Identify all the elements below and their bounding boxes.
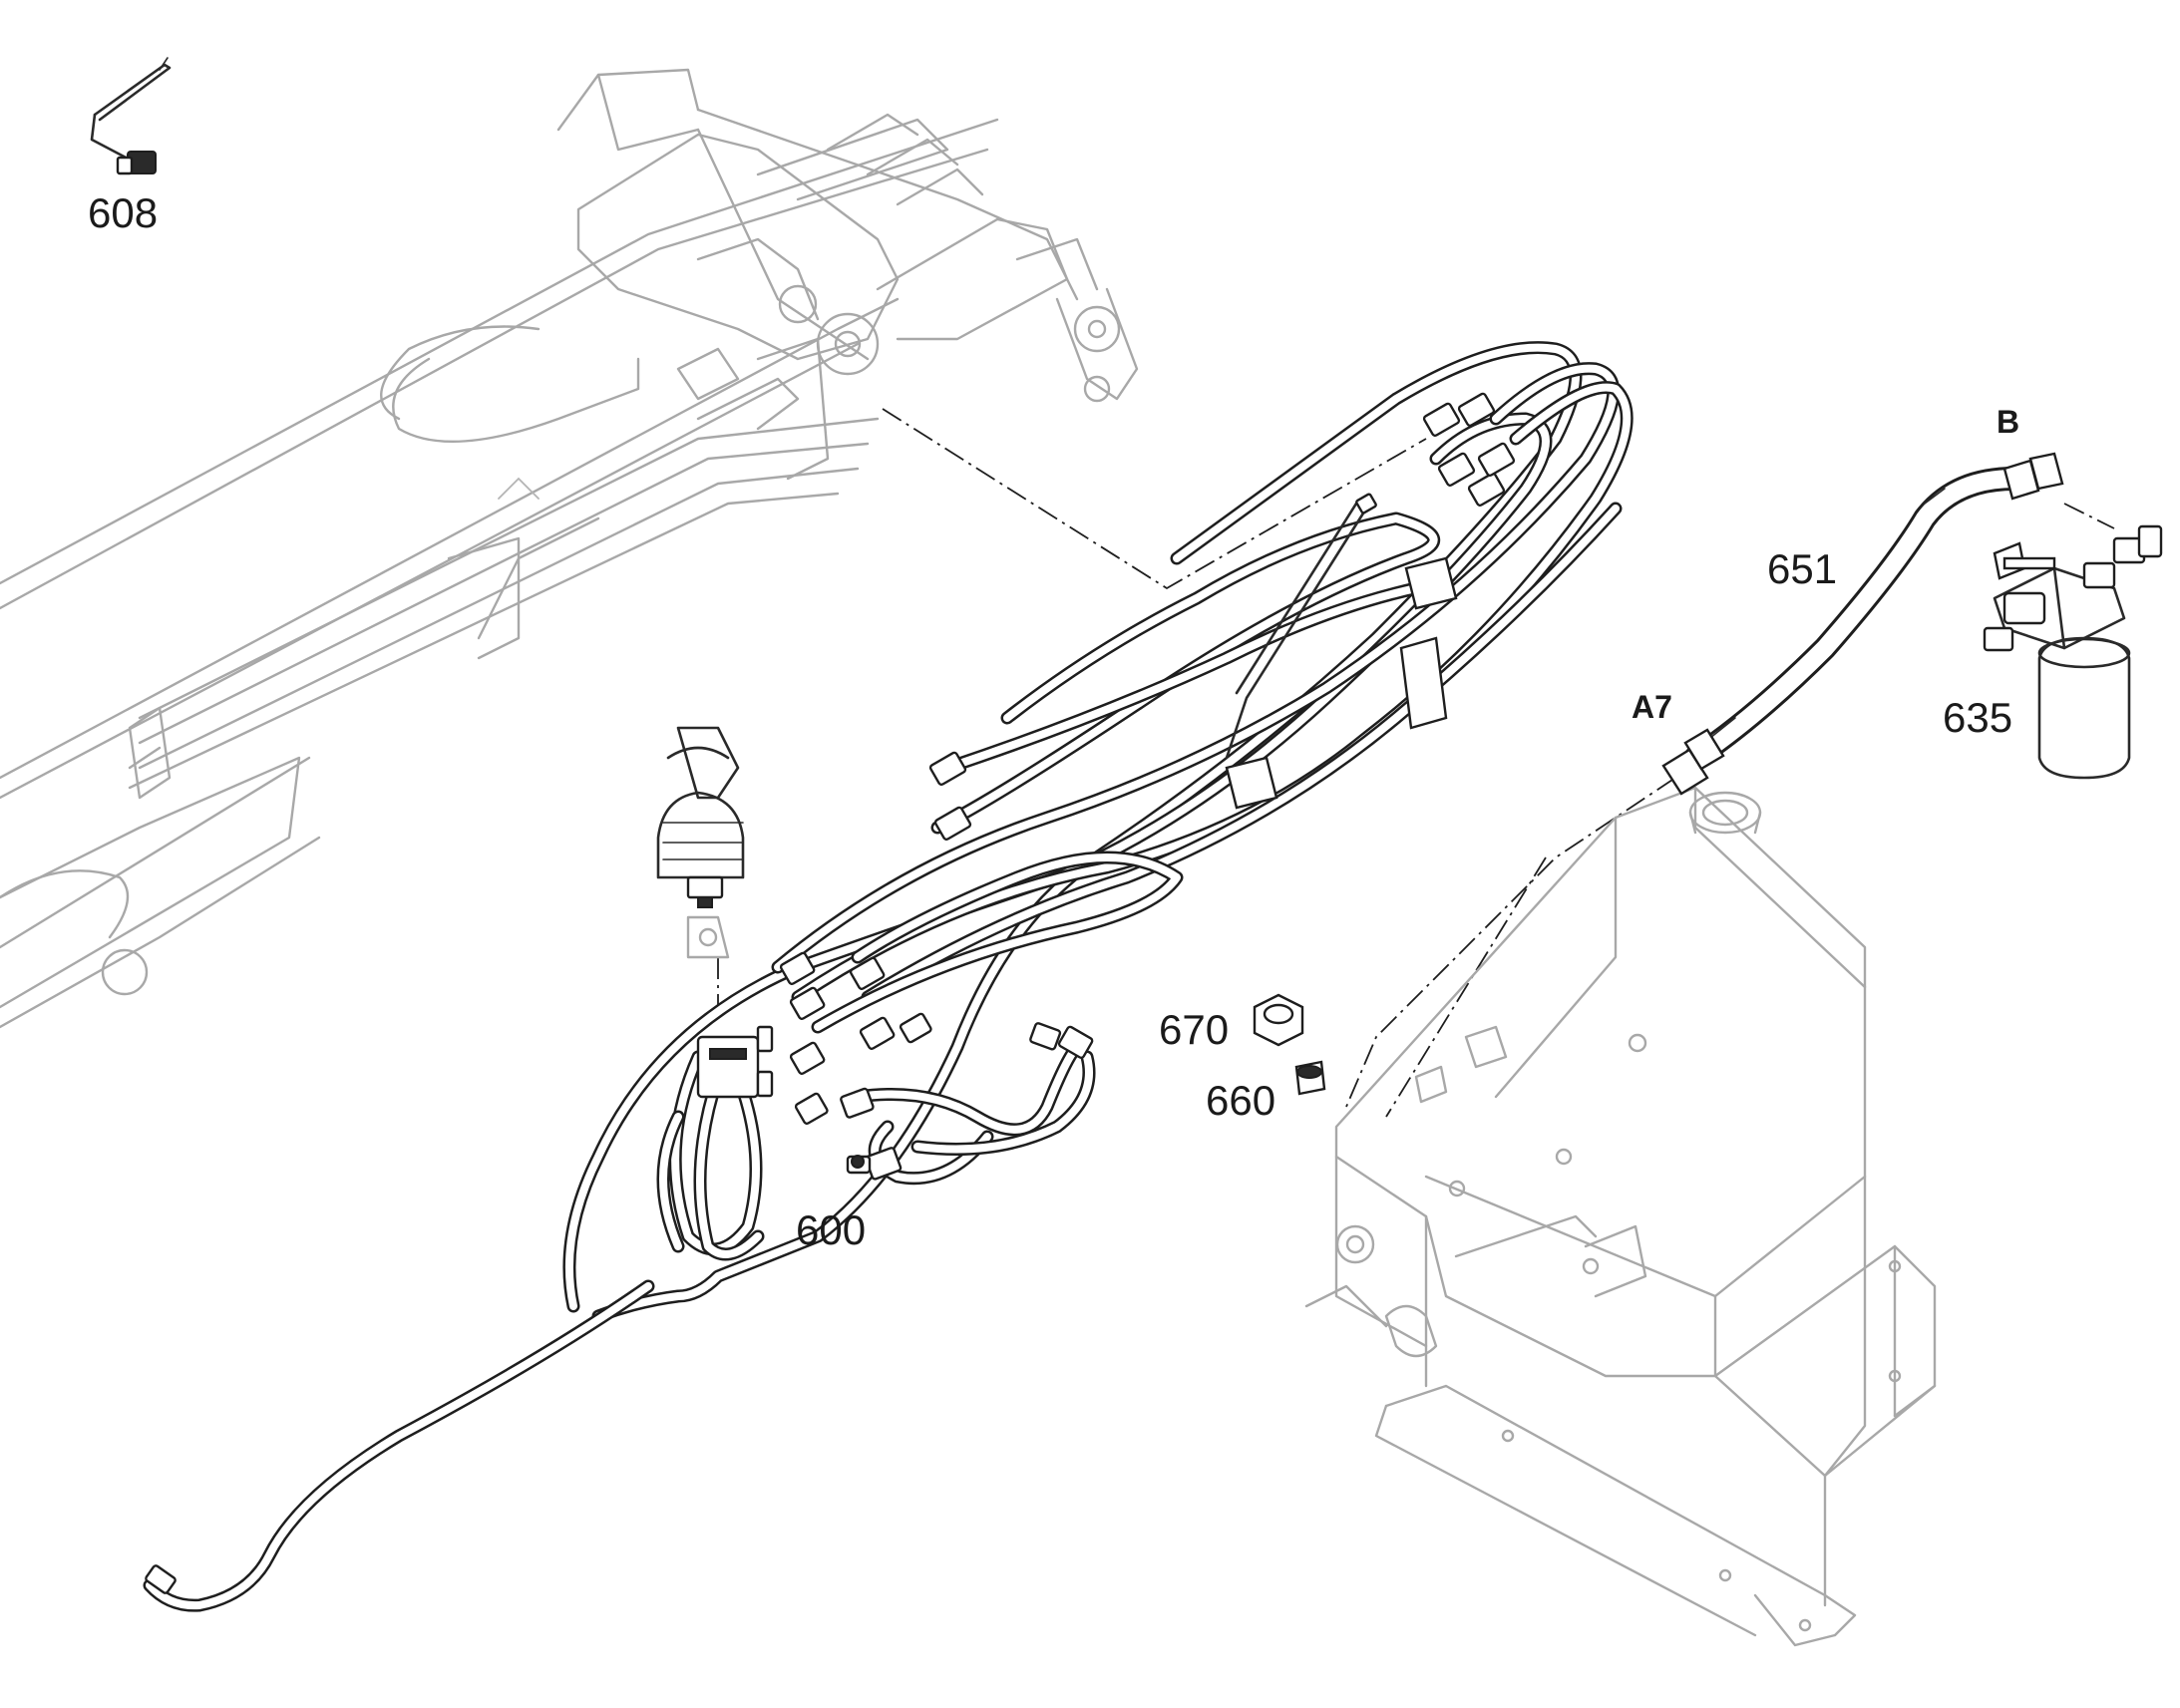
label-635: 635 — [1943, 694, 2012, 741]
label-670: 670 — [1159, 1006, 1229, 1053]
part-670-nut — [1253, 993, 1304, 1047]
hose-end-fittings — [779, 392, 1516, 1181]
manifold-block — [696, 1025, 872, 1175]
part-635-filter — [1983, 524, 2163, 780]
label-ref-b: B — [1997, 404, 2019, 440]
reference-lines — [717, 408, 2115, 1118]
joystick-control-valve — [656, 726, 745, 959]
hose-harness-600 — [143, 341, 1634, 1612]
label-660: 660 — [1206, 1077, 1275, 1124]
tail-end-fitting — [145, 1564, 177, 1594]
hose-651-end-a7 — [1661, 728, 1725, 796]
hose-651 — [1661, 452, 2064, 796]
hose-clamp — [1225, 556, 1458, 810]
hose-651-end-b — [2002, 452, 2064, 501]
boom-arm-background — [0, 68, 1139, 1029]
part-660-plug — [1294, 1060, 1326, 1096]
part-608-bracket — [90, 57, 172, 175]
label-ref-a7: A7 — [1632, 689, 1672, 725]
label-600: 600 — [796, 1206, 866, 1253]
label-651: 651 — [1767, 545, 1837, 592]
hydraulic-oil-tank — [1304, 786, 1937, 1647]
label-608: 608 — [88, 189, 158, 236]
